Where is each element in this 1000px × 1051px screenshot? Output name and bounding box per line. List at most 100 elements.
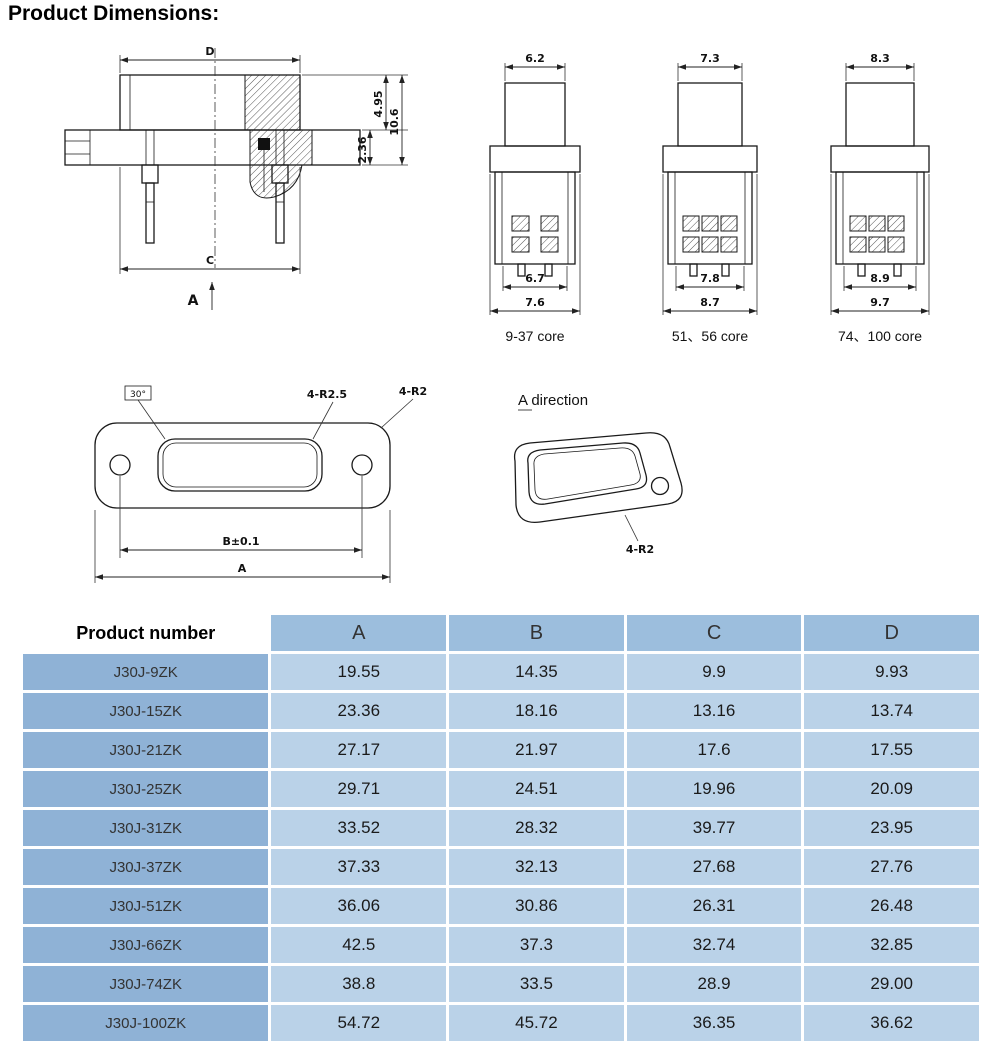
dim-d-value: 13.74 [804,693,979,729]
dim-height-total-label: 10.6 [388,108,401,135]
outer-radius-label: 4-R2 [399,385,427,398]
product-number-cell: J30J-9ZK [23,654,269,690]
connector-view-9-37-core: 6.2 6.7 7.6 9-37 core [489,52,581,344]
product-number-cell: J30J-21ZK [23,732,269,768]
connector-outline [662,82,758,277]
table-row: J30J-100ZK 54.72 45.72 36.35 36.62 [23,1005,979,1041]
dim-d-value: 36.62 [804,1005,979,1041]
connector-outline [830,82,930,277]
dim-b-value: 33.5 [449,966,624,1002]
product-number-cell: J30J-37ZK [23,849,269,885]
view-direction-label: A [188,293,199,309]
dim-b-value: 32.13 [449,849,624,885]
dim-outer-label: 8.7 [700,296,720,309]
header-dim-b: B [449,615,624,651]
table-header-row: Product number A B C D [23,615,979,651]
section-view-outline [64,48,361,268]
table-row: J30J-21ZK 27.17 21.97 17.6 17.55 [23,732,979,768]
dim-a-value: 36.06 [271,888,447,924]
dim-height-top-label: 4.95 [372,90,385,117]
product-number-cell: J30J-25ZK [23,771,269,807]
dim-c-value: 28.9 [626,966,802,1002]
core-caption: 74、100 core [838,328,922,344]
dim-d-value: 23.95 [804,810,979,846]
dim-b-value: 37.3 [449,927,624,963]
radius-label: 4-R2 [626,543,654,556]
dim-b-value: 28.32 [449,810,624,846]
product-number-cell: J30J-31ZK [23,810,269,846]
a-direction-drawing: A direction 4-R2 [513,392,683,556]
product-number-cell: J30J-74ZK [23,966,269,1002]
dim-c-value: 13.16 [626,693,802,729]
front-face-outline [94,422,391,509]
dim-outer-label: 7.6 [525,296,545,309]
dim-c-value: 36.35 [626,1005,802,1041]
page-title: Product Dimensions: [8,2,220,25]
dim-c-value: 27.68 [626,849,802,885]
product-number-cell: J30J-100ZK [23,1005,269,1041]
dim-a-label: A [238,562,247,575]
dim-c-value: 17.6 [626,732,802,768]
dim-a-value: 29.71 [271,771,447,807]
table-row: J30J-66ZK 42.5 37.3 32.74 32.85 [23,927,979,963]
mounting-screw-right [271,130,289,244]
dim-a-value: 23.36 [271,693,447,729]
dim-a-value: 54.72 [271,1005,447,1041]
product-number-cell: J30J-51ZK [23,888,269,924]
header-product-number: Product number [23,615,269,651]
contact-pin [258,138,270,150]
core-caption: 9-37 core [505,328,564,344]
dim-top-label: 8.3 [870,52,890,65]
dim-b-label: B±0.1 [222,535,259,548]
dim-inner-label: 6.7 [525,272,545,285]
mounting-hole-right [351,454,373,476]
dim-d-value: 29.00 [804,966,979,1002]
dim-c-value: 26.31 [626,888,802,924]
table-row: J30J-37ZK 37.33 32.13 27.68 27.76 [23,849,979,885]
section-view-drawing: D 2.36 4.95 10.6 C A [64,45,408,310]
dim-a-value: 42.5 [271,927,447,963]
dim-a-value: 19.55 [271,654,447,690]
dimensions-table: Product number A B C D J30J-9ZK 19.55 14… [20,612,982,1044]
dim-d-value: 26.48 [804,888,979,924]
dim-a-value: 38.8 [271,966,447,1002]
connector-view-74-100-core: 8.3 8.9 9.7 74、100 core [830,52,930,344]
table-row: J30J-31ZK 33.52 28.32 39.77 23.95 [23,810,979,846]
table-body: J30J-9ZK 19.55 14.35 9.9 9.93 J30J-15ZK … [23,654,979,1041]
dim-d-value: 27.76 [804,849,979,885]
dim-c-value: 19.96 [626,771,802,807]
core-caption: 51、56 core [672,328,748,344]
table-row: J30J-25ZK 29.71 24.51 19.96 20.09 [23,771,979,807]
dim-d-label: D [205,45,214,58]
a-direction-outline [513,432,683,524]
dim-d-value: 17.55 [804,732,979,768]
dim-c-value: 32.74 [626,927,802,963]
mounting-screw-left [141,130,159,244]
dim-c-value: 39.77 [626,810,802,846]
dim-inner-label: 7.8 [700,272,720,285]
dim-b-value: 21.97 [449,732,624,768]
header-dim-a: A [271,615,447,651]
dim-d-value: 32.85 [804,927,979,963]
dim-a-value: 27.17 [271,732,447,768]
product-number-cell: J30J-15ZK [23,693,269,729]
dim-outer-label: 9.7 [870,296,890,309]
table-row: J30J-15ZK 23.36 18.16 13.16 13.74 [23,693,979,729]
dim-a-value: 37.33 [271,849,447,885]
table-row: J30J-74ZK 38.8 33.5 28.9 29.00 [23,966,979,1002]
dim-flange-label: 2.36 [356,136,369,163]
connector-outline [489,82,581,277]
dim-inner-label: 8.9 [870,272,890,285]
dim-b-value: 18.16 [449,693,624,729]
dim-d-value: 20.09 [804,771,979,807]
table-row: J30J-9ZK 19.55 14.35 9.9 9.93 [23,654,979,690]
front-face-drawing: 30° 4-R2.5 4-R2 B±0.1 A [94,385,427,583]
angle-label: 30° [130,390,146,400]
mounting-hole-left [109,454,131,476]
dim-b-value: 14.35 [449,654,624,690]
table-row: J30J-51ZK 36.06 30.86 26.31 26.48 [23,888,979,924]
a-direction-title: A direction [518,392,588,409]
dim-c-value: 9.9 [626,654,802,690]
dim-b-value: 24.51 [449,771,624,807]
product-number-cell: J30J-66ZK [23,927,269,963]
